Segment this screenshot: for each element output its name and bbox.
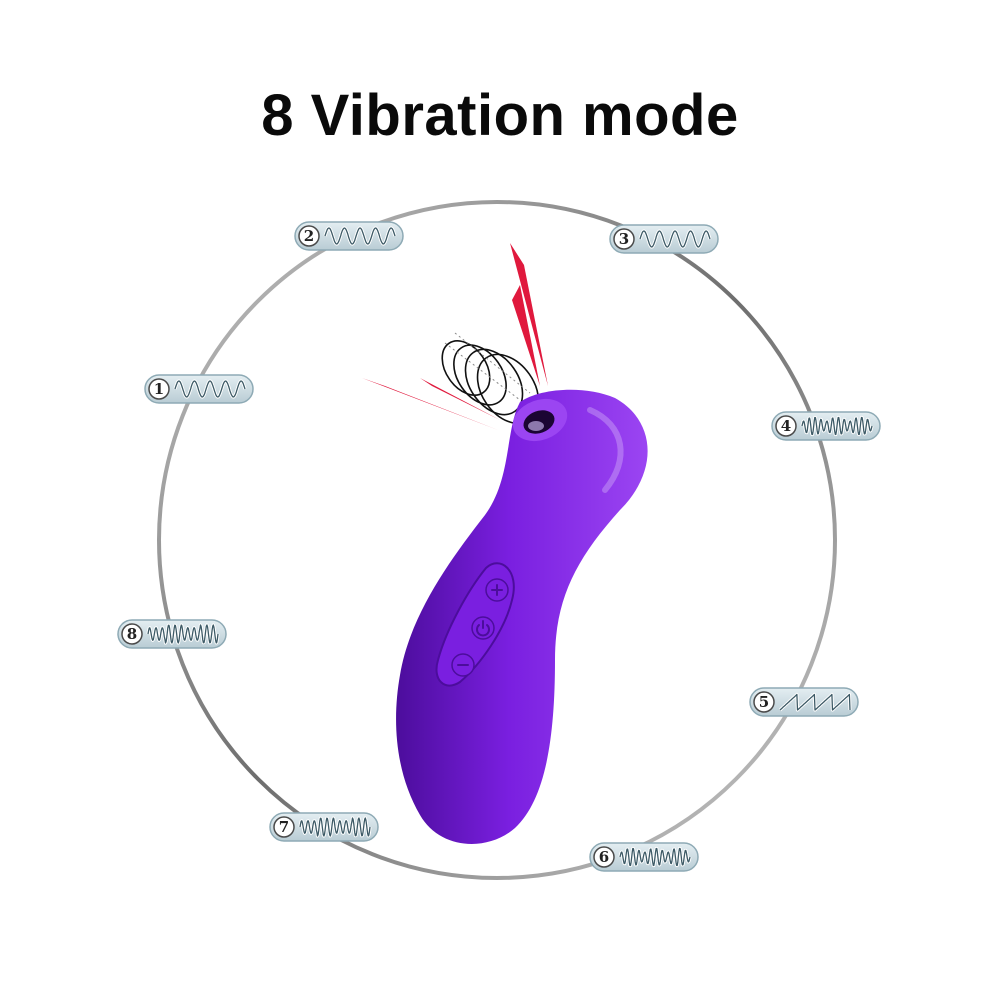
device <box>396 389 648 844</box>
mode-number: 4 <box>781 417 791 435</box>
waveform-burst-icon <box>801 416 873 436</box>
waveform-sine-icon <box>174 380 246 398</box>
mode-number: 6 <box>599 848 609 866</box>
device-button-plus <box>485 578 509 602</box>
waveform-burst-icon <box>619 847 691 867</box>
waveform-ramp-icon <box>779 693 851 711</box>
mode-number: 5 <box>759 693 769 711</box>
page-title: 8 Vibration mode <box>261 83 739 148</box>
mode-number-circle <box>298 225 320 247</box>
mode-badge-1: 1 <box>144 374 254 404</box>
power-icon <box>476 620 490 637</box>
orbit-ring <box>157 200 837 880</box>
mode-number-circle <box>121 623 143 645</box>
mode-number-circle <box>593 846 615 868</box>
plus-icon <box>491 584 503 596</box>
mode-number-circle <box>613 228 635 250</box>
suction-rays <box>362 243 548 430</box>
mode-number-circle <box>148 378 170 400</box>
mode-number: 3 <box>619 230 629 248</box>
device-button-power <box>471 616 495 640</box>
mode-number: 1 <box>154 380 164 398</box>
mode-badge-6: 6 <box>589 842 699 872</box>
mode-number: 2 <box>304 227 314 245</box>
mode-badge-5: 5 <box>749 687 859 717</box>
mode-number-circle <box>753 691 775 713</box>
mode-number: 8 <box>127 625 137 643</box>
mode-badge-8: 8 <box>117 619 227 649</box>
mode-badge-3: 3 <box>609 224 719 254</box>
mode-badge-4: 4 <box>771 411 881 441</box>
mode-badge-2: 2 <box>294 221 404 251</box>
mode-number: 7 <box>279 818 289 836</box>
mode-number-circle <box>775 415 797 437</box>
device-button-minus <box>451 653 475 677</box>
waveform-pulse-icon <box>299 817 371 837</box>
waveform-pulse-icon <box>147 624 219 644</box>
waveform-sine-icon <box>324 227 396 245</box>
pulse-guides <box>444 332 531 401</box>
mode-badge-7: 7 <box>269 812 379 842</box>
mode-number-circle <box>273 816 295 838</box>
waveform-sine-icon <box>639 230 711 248</box>
device-body <box>396 389 648 844</box>
